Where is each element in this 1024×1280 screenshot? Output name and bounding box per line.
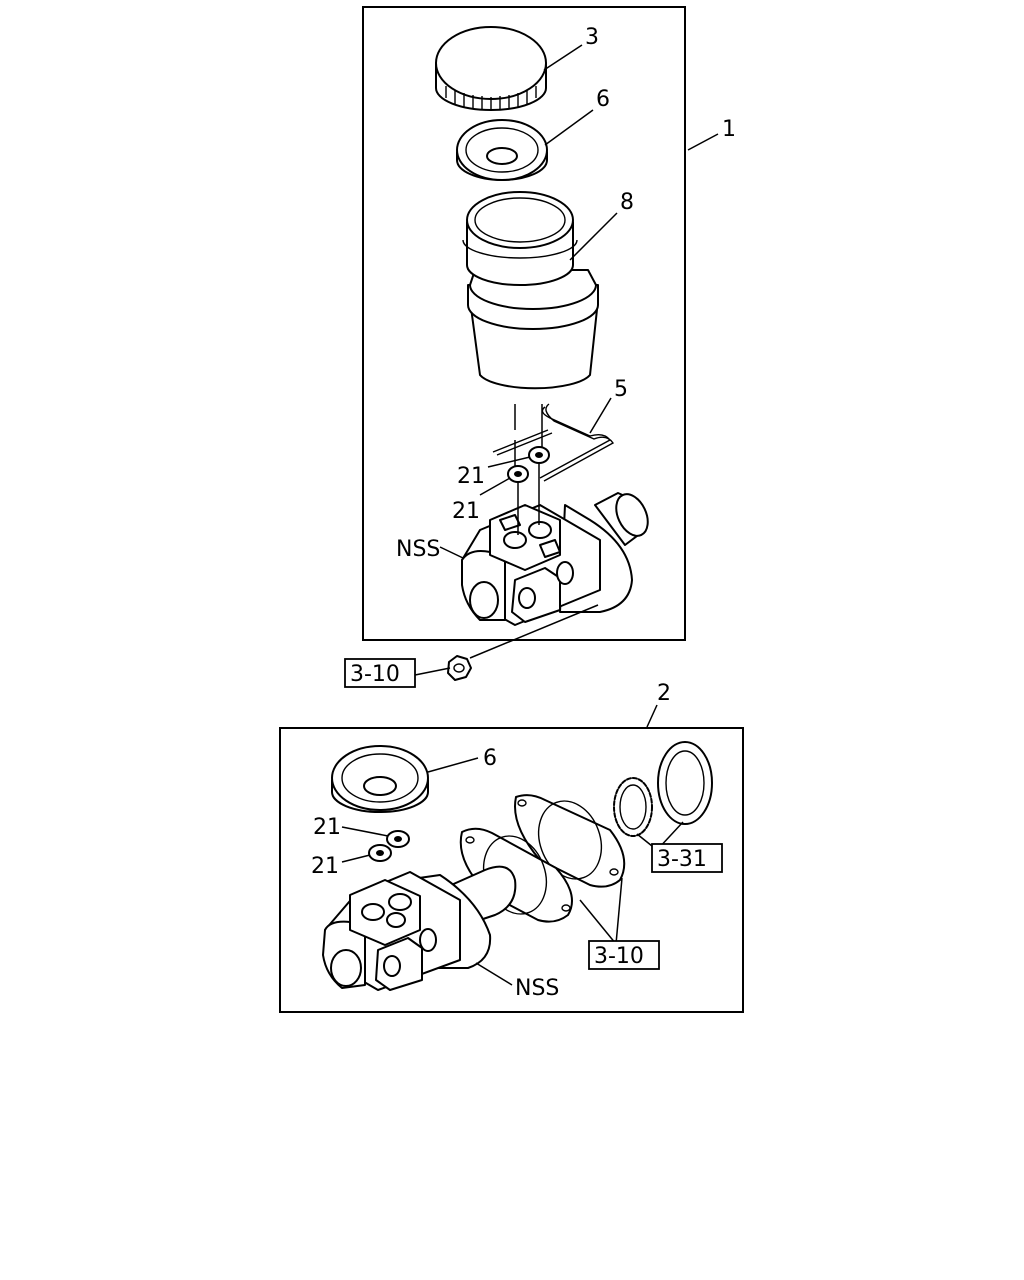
lower-assembly-frame xyxy=(279,727,744,1013)
lower-grommet-a xyxy=(386,830,410,848)
label-part-21-lower-b: 21 xyxy=(311,854,339,879)
label-ref-oring: 3-31 xyxy=(657,847,707,872)
label-part-8: 8 xyxy=(620,190,634,215)
label-part-21-lower-a: 21 xyxy=(313,815,341,840)
lower-grommet-b xyxy=(368,844,392,862)
retaining-clip xyxy=(492,403,615,482)
ref-box-nut xyxy=(344,658,416,688)
label-part-6-upper: 6 xyxy=(596,87,610,112)
diaphragm-seal xyxy=(456,119,548,181)
upper-grommet-a xyxy=(528,446,550,464)
label-part-5: 5 xyxy=(614,377,628,402)
label-part-21-upper-a: 21 xyxy=(457,464,485,489)
label-nss-lower: NSS xyxy=(515,976,559,1001)
lower-diaphragm-seal xyxy=(331,745,429,813)
hex-nut xyxy=(447,655,472,681)
gasket-rear xyxy=(514,794,626,888)
leader-assembly-2 xyxy=(646,704,658,728)
label-ref-gasket: 3-10 xyxy=(594,944,644,969)
label-assembly-2: 2 xyxy=(657,681,671,706)
upper-grommet-b xyxy=(507,465,529,483)
reservoir-body xyxy=(462,191,599,390)
ref-box-gasket xyxy=(588,940,660,970)
reservoir-cap xyxy=(435,26,547,111)
upper-leaders xyxy=(414,44,719,676)
o-ring xyxy=(657,741,713,825)
label-part-6-lower: 6 xyxy=(483,746,497,771)
upper-master-cylinder xyxy=(461,492,649,626)
lower-master-cylinder xyxy=(322,865,517,991)
toothed-washer xyxy=(613,777,653,837)
label-nss-upper: NSS xyxy=(396,537,440,562)
label-part-21-upper-b: 21 xyxy=(452,499,480,524)
label-ref-nut: 3-10 xyxy=(350,662,400,687)
upper-assembly-frame xyxy=(362,6,686,641)
label-assembly-1: 1 xyxy=(722,117,736,142)
ref-box-oring xyxy=(651,843,723,873)
label-part-3: 3 xyxy=(585,25,599,50)
